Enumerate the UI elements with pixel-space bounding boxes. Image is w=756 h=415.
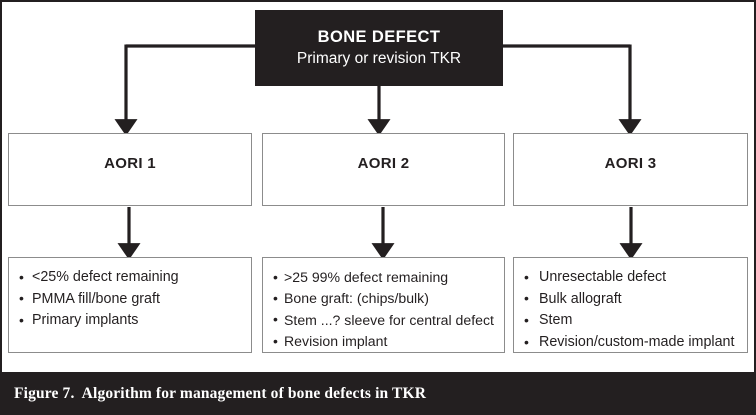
aori-3-detail-list: Unresectable defect Bulk allograft Stem … bbox=[524, 267, 739, 354]
node-bone-defect-title: BONE DEFECT bbox=[317, 27, 441, 46]
node-bone-defect: BONE DEFECT Primary or revision TKR bbox=[255, 10, 503, 86]
node-aori-3: AORI 3 bbox=[513, 133, 748, 206]
node-aori-3-details: Unresectable defect Bulk allograft Stem … bbox=[513, 257, 748, 353]
list-item: Bulk allograft bbox=[524, 288, 739, 311]
diagram-canvas: BONE DEFECT Primary or revision TKR AORI… bbox=[0, 0, 756, 372]
list-item: <25% defect remaining bbox=[19, 267, 243, 289]
aori-1-detail-list: <25% defect remaining PMMA fill/bone gra… bbox=[19, 267, 243, 332]
list-item: Bone graft: (chips/bulk) bbox=[273, 288, 496, 310]
node-aori-2-label: AORI 2 bbox=[357, 155, 410, 172]
list-item: Primary implants bbox=[19, 310, 243, 332]
node-aori-1-label: AORI 1 bbox=[104, 155, 156, 172]
node-aori-1-details: <25% defect remaining PMMA fill/bone gra… bbox=[8, 257, 252, 353]
list-item: Stem bbox=[524, 310, 739, 332]
node-bone-defect-subtitle: Primary or revision TKR bbox=[296, 49, 462, 67]
node-aori-1: AORI 1 bbox=[8, 133, 252, 206]
list-item: Revision implant bbox=[273, 331, 496, 353]
list-item: PMMA fill/bone graft bbox=[19, 288, 243, 311]
aori-2-detail-list: >25 99% defect remaining Bone graft: (ch… bbox=[273, 266, 496, 353]
list-item: Unresectable defect bbox=[524, 267, 739, 289]
list-item: >25 99% defect remaining bbox=[273, 266, 496, 288]
figure-caption-text: Figure 7. Algorithm for management of bo… bbox=[14, 384, 427, 402]
figure-caption-bar: Figure 7. Algorithm for management of bo… bbox=[0, 372, 756, 415]
list-item: Stem ...? sleeve for central defect bbox=[273, 309, 496, 331]
list-item: Revision/custom-made implant bbox=[524, 332, 739, 354]
node-aori-2: AORI 2 bbox=[262, 133, 505, 206]
node-aori-2-details: >25 99% defect remaining Bone graft: (ch… bbox=[262, 257, 505, 353]
node-aori-3-label: AORI 3 bbox=[604, 155, 657, 172]
